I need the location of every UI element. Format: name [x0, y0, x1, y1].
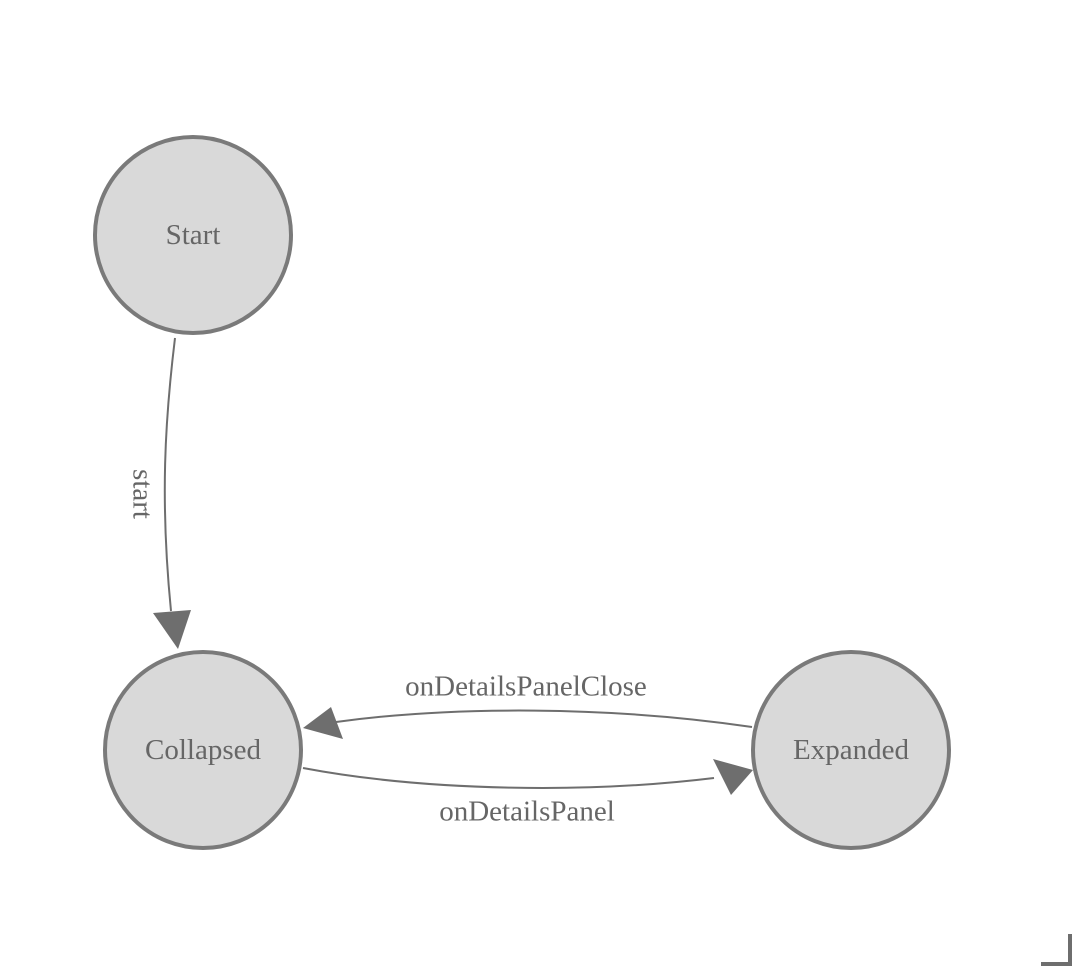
state-node-start-label: Start: [165, 218, 221, 251]
edge-expanded-to-collapsed: [335, 709, 753, 728]
state-node-collapsed[interactable]: Collapsed: [103, 650, 303, 850]
state-node-expanded[interactable]: Expanded: [751, 650, 951, 850]
state-node-expanded-label: Expanded: [793, 733, 909, 766]
edge-label-on-details-panel: onDetailsPanel: [439, 795, 615, 828]
state-node-start[interactable]: Start: [93, 135, 293, 335]
arrowhead-start-to-collapsed: [153, 610, 191, 649]
arrowhead-expanded-to-collapsed: [303, 707, 343, 739]
state-node-collapsed-label: Collapsed: [145, 733, 261, 766]
edge-label-start: start: [126, 469, 159, 519]
edge-start-to-collapsed: [163, 337, 176, 612]
arrowhead-collapsed-to-expanded: [713, 759, 753, 795]
edge-label-on-details-panel-close: onDetailsPanelClose: [405, 670, 647, 703]
canvas-corner-mark: [1041, 934, 1072, 966]
edge-collapsed-to-expanded: [302, 767, 715, 789]
